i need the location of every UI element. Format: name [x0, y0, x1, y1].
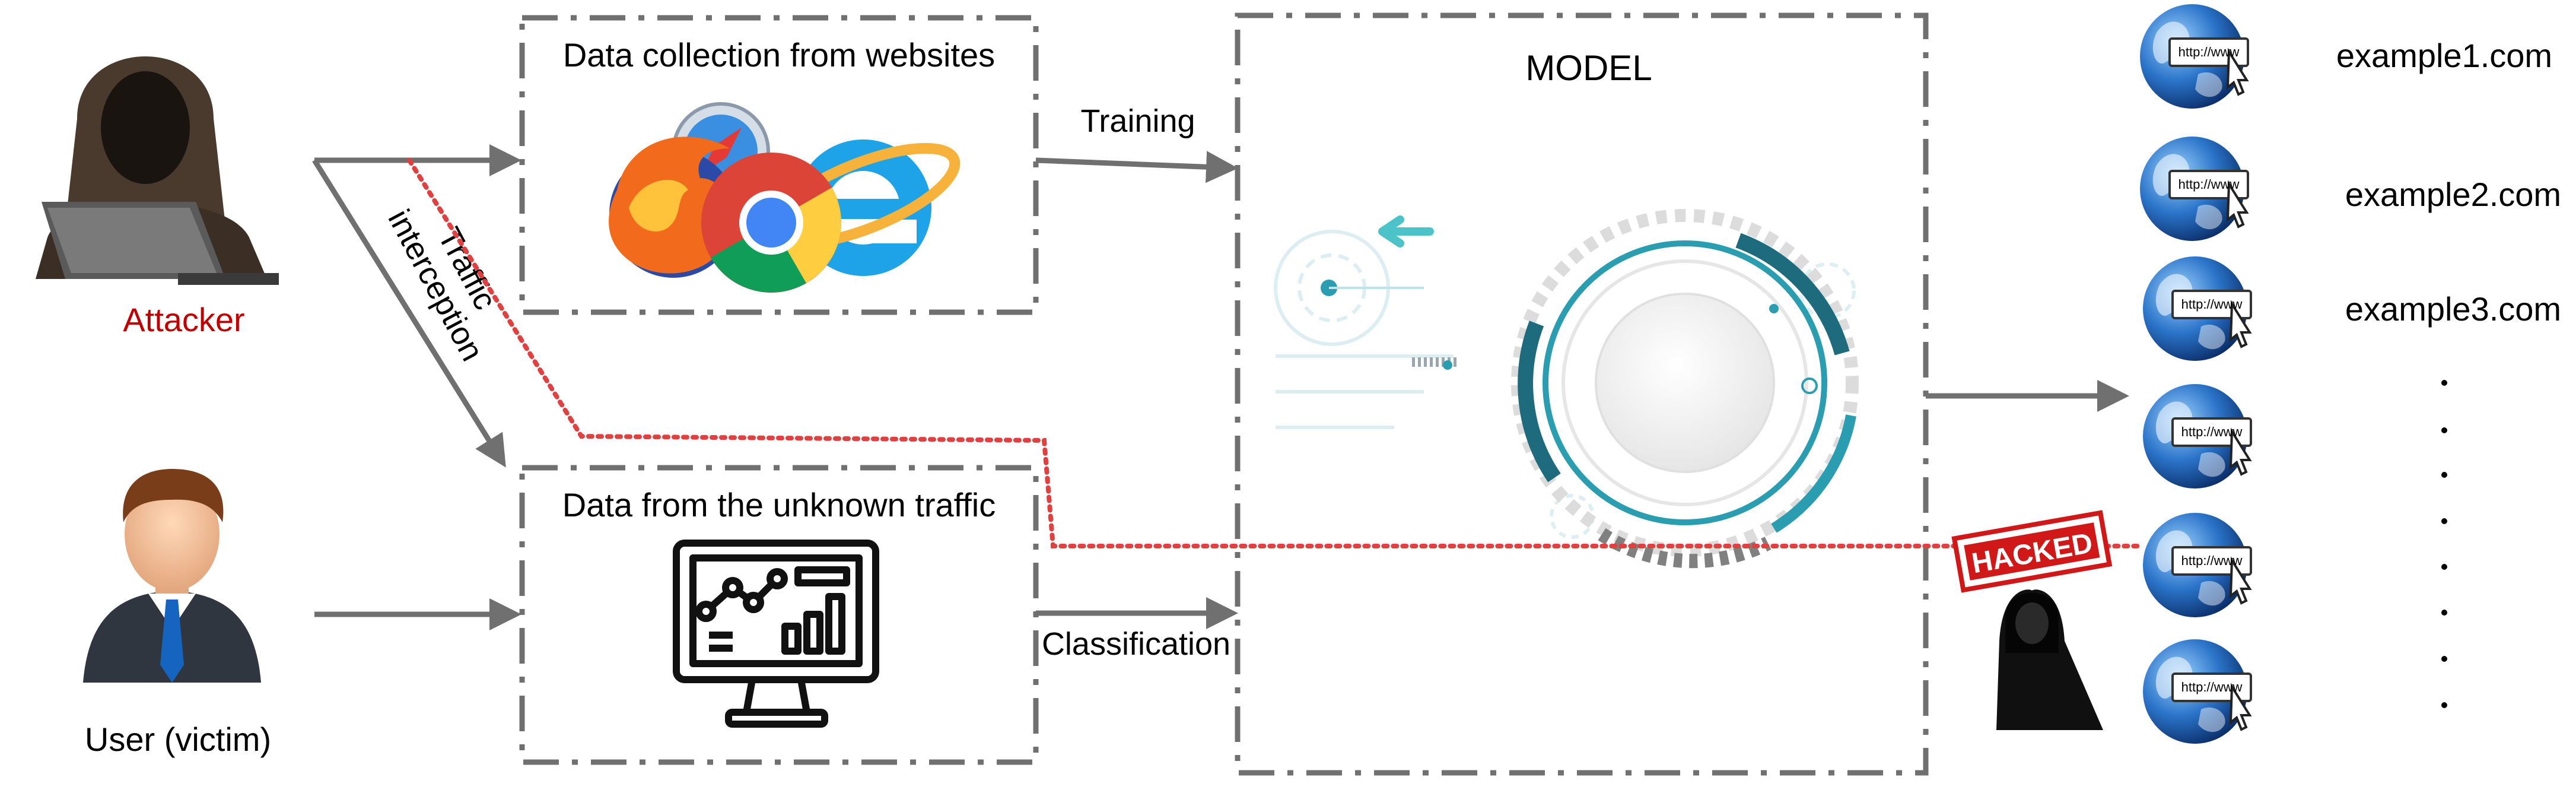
victim-figure [83, 469, 261, 683]
classification-label: Classification [1042, 626, 1230, 662]
globe-url-text: http://www [2181, 680, 2243, 694]
interception-arrow [312, 158, 506, 468]
browser-icons [609, 102, 961, 293]
attacker-figure [36, 56, 279, 285]
website-label: example1.com [2336, 37, 2552, 74]
training-label: Training [1080, 103, 1195, 139]
globe-icon: http://www [2142, 638, 2252, 745]
globe-icon: http://www [2142, 512, 2252, 618]
globe-url-text: http://www [2179, 45, 2240, 59]
unknown-traffic-title: Data from the unknown traffic [562, 486, 996, 524]
globe-url-text: http://www [2181, 553, 2243, 568]
website-label: example3.com [2345, 290, 2561, 328]
model-graphic [1274, 209, 1859, 569]
model-title: MODEL [1525, 48, 1652, 88]
attacker-label: Attacker [123, 301, 244, 338]
globe-url-text: http://www [2181, 297, 2243, 312]
model-rings [1511, 209, 1859, 569]
collection-box [519, 15, 1039, 315]
hacker-figure [1996, 589, 2103, 730]
globe-icon: http://www [2139, 135, 2249, 242]
interception-path [407, 158, 2144, 548]
hacked-stamp: HACKED [1951, 510, 2113, 593]
globe-icon: http://www [2139, 3, 2249, 110]
arrows [312, 144, 2129, 630]
collection-title: Data collection from websites [563, 36, 995, 74]
globe-url-text: http://www [2181, 424, 2243, 439]
chrome-icon [701, 153, 841, 293]
website-globes: http://www http://www http://www http://… [2139, 3, 2252, 745]
globe-icon: http://www [2142, 383, 2252, 490]
training-arrow [1035, 151, 1238, 183]
globe-icon: http://www [2142, 255, 2252, 362]
website-label: example2.com [2345, 176, 2561, 213]
interception-label-group: Traffic interception [381, 204, 503, 367]
globe-url-text: http://www [2179, 177, 2240, 192]
victim-label: User (victim) [85, 721, 271, 758]
monitor-icon [673, 540, 879, 728]
more-websites-ellipsis [2441, 380, 2447, 708]
